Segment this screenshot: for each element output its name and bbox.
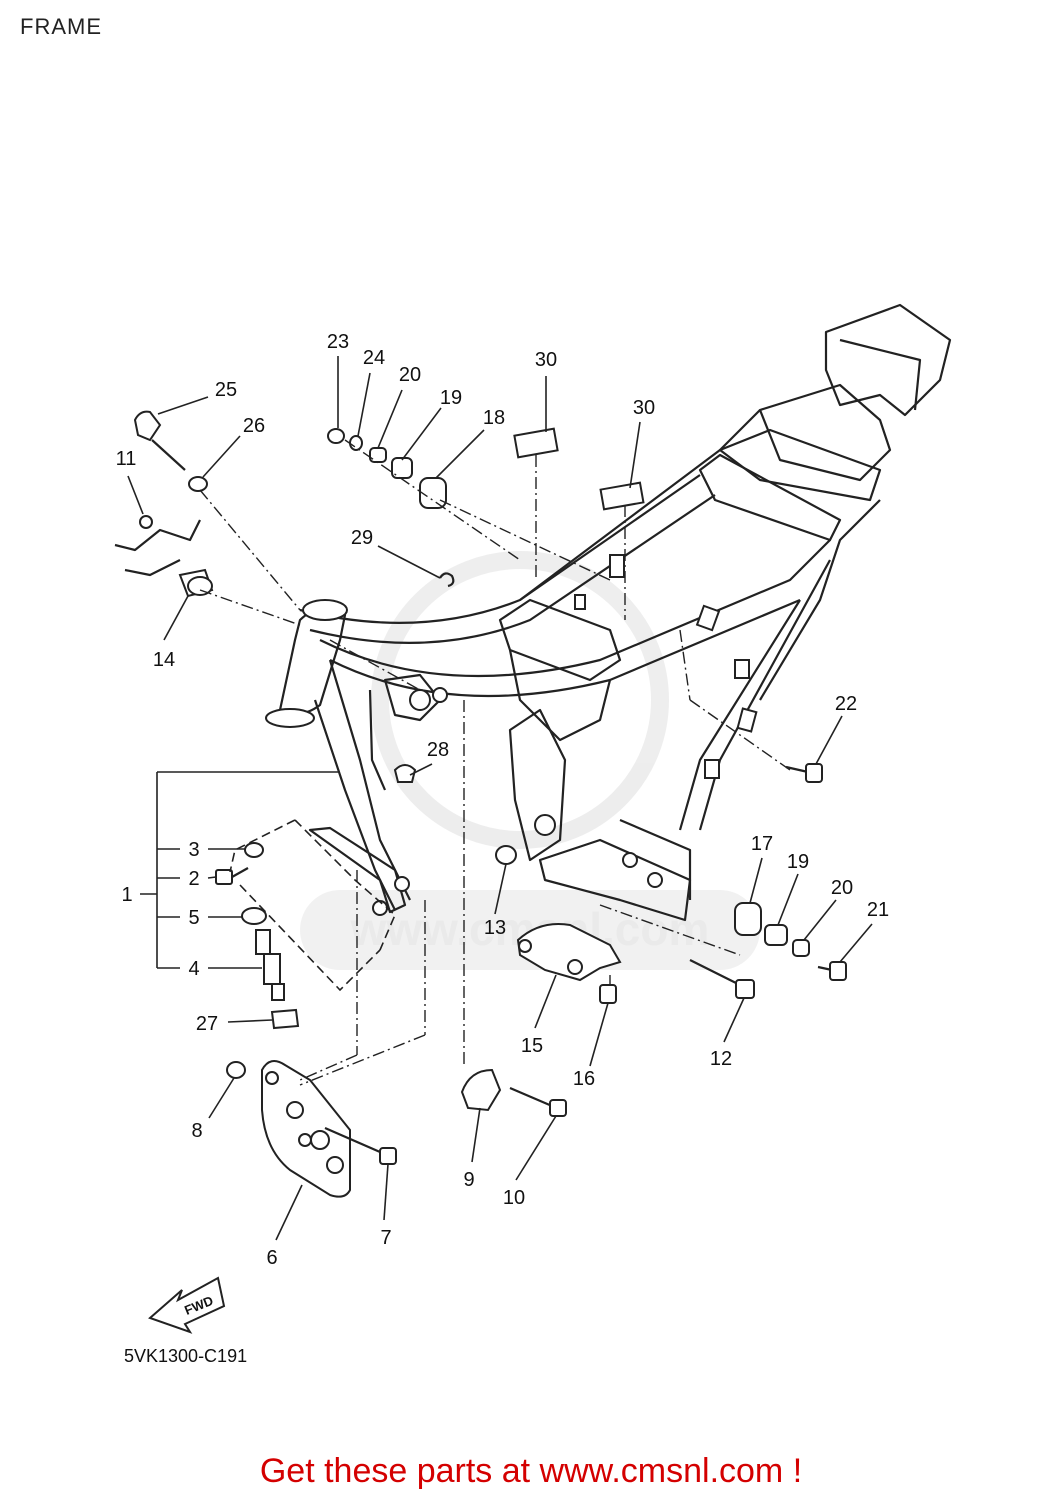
leader-lines (127, 356, 873, 1241)
callout-1: 1 (121, 884, 132, 906)
callout-30-a: 30 (535, 349, 557, 371)
part-29-clip (439, 572, 455, 588)
callout-10: 10 (503, 1187, 525, 1209)
callout-24: 24 (363, 347, 385, 369)
watermark: www.cmsnl.com (300, 551, 760, 970)
callout-19-right: 19 (787, 851, 809, 873)
footer-link[interactable]: Get these parts at www.cmsnl.com ! (0, 1452, 1062, 1491)
callout-23: 23 (327, 331, 349, 353)
assembly-lines (199, 439, 791, 1086)
callout-17: 17 (751, 833, 773, 855)
footer-link-text[interactable]: Get these parts at www.cmsnl.com ! (259, 1452, 803, 1490)
part-8-nut (226, 1061, 246, 1079)
callout-18: 18 (483, 407, 505, 429)
callout-7: 7 (380, 1227, 391, 1249)
part-24-washer (349, 435, 363, 451)
part-26-oring (188, 476, 208, 492)
part-5-washer (241, 907, 267, 925)
callout-29: 29 (351, 527, 373, 549)
main-frame (265, 303, 952, 922)
part-9-bracket (460, 1068, 502, 1112)
part-22-bolt (785, 763, 823, 783)
part-28-clamp (393, 764, 417, 783)
part-2-bolt (215, 867, 249, 885)
part-13-nut (495, 845, 517, 865)
callout-30-b: 30 (633, 397, 655, 419)
callout-3: 3 (188, 839, 199, 861)
part-15-bracket (516, 923, 622, 982)
part-6-guard (261, 1060, 351, 1198)
callout-21: 21 (867, 899, 889, 921)
part-10-bolt (509, 1086, 567, 1117)
part-16-bolt (599, 984, 617, 1004)
callout-20-top: 20 (399, 364, 421, 386)
part-20-collar-top (369, 447, 387, 463)
frame-parts-diagram: www.cmsnl.com (114, 303, 952, 1366)
callout-26: 26 (243, 415, 265, 437)
callout-labels: 1 2 3 4 5 6 7 8 9 10 11 12 13 14 15 16 1… (116, 331, 890, 1269)
part-19-bush-top (391, 457, 413, 479)
part-19-bush-right (764, 924, 788, 946)
callout-15: 15 (521, 1035, 543, 1057)
callout-16: 16 (573, 1068, 595, 1090)
callout-14: 14 (153, 649, 175, 671)
part-14-bracket (114, 519, 214, 598)
part-20-collar-right (792, 939, 810, 957)
fwd-arrow-icon: FWD (148, 1276, 226, 1334)
callout-12: 12 (710, 1048, 732, 1070)
callout-9: 9 (463, 1169, 474, 1191)
part-7-bolt (324, 1126, 397, 1165)
part-18-damper (419, 477, 447, 509)
part-1-bracket-plate (308, 826, 407, 914)
callout-28: 28 (427, 739, 449, 761)
diagram-code: 5VK1300-C191 (124, 1346, 247, 1366)
callout-8: 8 (191, 1120, 202, 1142)
callout-2: 2 (188, 868, 199, 890)
callout-25: 25 (215, 379, 237, 401)
part-4-sensor (255, 929, 285, 1001)
callout-20-right: 20 (831, 877, 853, 899)
callout-13: 13 (484, 917, 506, 939)
part-30-pad-a (513, 427, 559, 459)
part-17-damper (734, 902, 762, 936)
part-12-bolt (689, 959, 755, 999)
part-11-screw (139, 515, 153, 529)
callout-22: 22 (835, 693, 857, 715)
part-3-washer (244, 842, 264, 858)
callout-4: 4 (188, 958, 199, 980)
callout-6: 6 (266, 1247, 277, 1269)
callout-5: 5 (188, 907, 199, 929)
page-title: FRAME (20, 14, 102, 39)
part-23-nut (327, 428, 345, 444)
callout-19-top: 19 (440, 387, 462, 409)
callout-11: 11 (116, 448, 137, 470)
part-25-lock (133, 410, 186, 471)
part-30-pad-b (599, 481, 645, 511)
callout-27: 27 (196, 1013, 218, 1035)
part-27-clamp (270, 1008, 300, 1030)
part-21-bolt (817, 961, 847, 981)
